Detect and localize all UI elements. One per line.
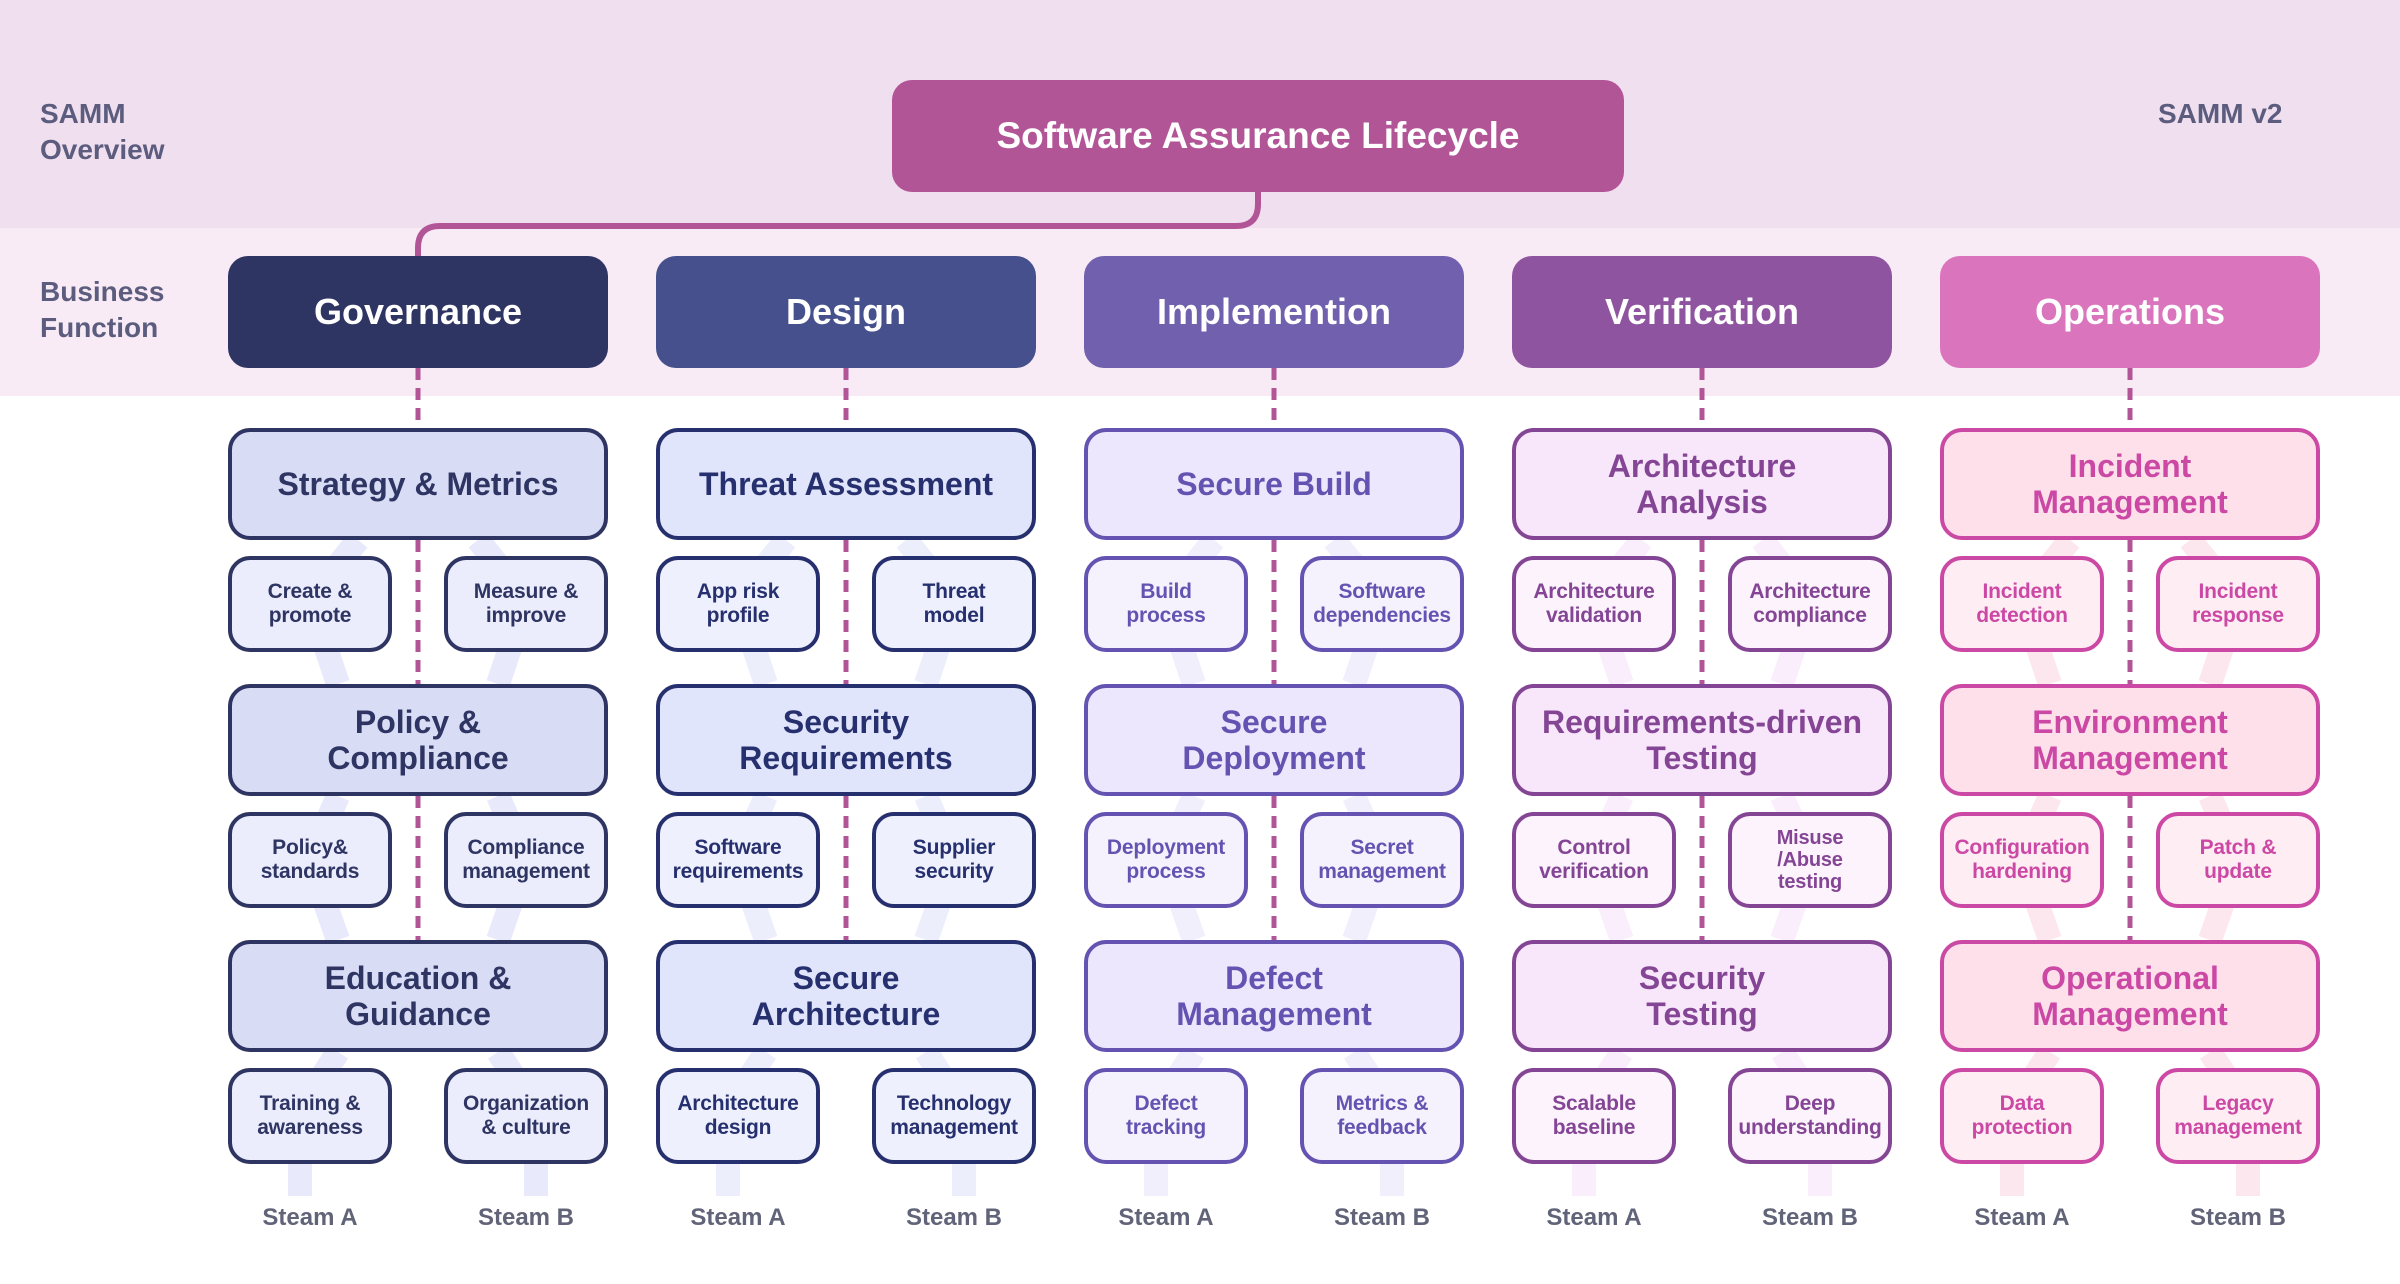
stream-a-label: Steam A: [1118, 1204, 1214, 1231]
stream-a-activity[interactable]: Build process: [1084, 556, 1248, 652]
business-function-governance[interactable]: Governance: [228, 256, 608, 368]
stream-a-activity[interactable]: Software requirements: [656, 812, 820, 908]
stream-b-activity[interactable]: Misuse /Abuse testing: [1728, 812, 1892, 908]
lifecycle-title: Software Assurance Lifecycle: [892, 80, 1624, 192]
stream-b-activity[interactable]: Measure & improve: [444, 556, 608, 652]
samm-overview-label: SAMM Overview: [40, 98, 165, 165]
stream-b-label: Steam B: [2189, 1204, 2287, 1231]
security-practice[interactable]: Requirements-driven Testing: [1512, 684, 1892, 796]
stream-a-activity[interactable]: Defect tracking: [1084, 1068, 1248, 1164]
security-practice[interactable]: Policy & Compliance: [228, 684, 608, 796]
stream-a-activity[interactable]: Control verification: [1512, 812, 1676, 908]
security-practice[interactable]: Strategy & Metrics: [228, 428, 608, 540]
stream-b-label: Steam B: [1761, 1204, 1859, 1231]
stream-a-label: Steam A: [1974, 1204, 2070, 1231]
stream-a-activity[interactable]: Configuration hardening: [1940, 812, 2104, 908]
stream-b-activity[interactable]: Architecture compliance: [1728, 556, 1892, 652]
security-practice[interactable]: Threat Assessment: [656, 428, 1036, 540]
business-function-label: Business Function: [40, 276, 165, 343]
security-practice[interactable]: Secure Architecture: [656, 940, 1036, 1052]
security-practice[interactable]: Security Testing: [1512, 940, 1892, 1052]
stream-a-label: Steam A: [690, 1204, 786, 1231]
security-practice[interactable]: Environment Management: [1940, 684, 2320, 796]
stream-b-activity[interactable]: Incident response: [2156, 556, 2320, 652]
stream-a-activity[interactable]: Training & awareness: [228, 1068, 392, 1164]
stream-b-activity[interactable]: Threat model: [872, 556, 1036, 652]
security-practice[interactable]: Architecture Analysis: [1512, 428, 1892, 540]
stream-a-activity[interactable]: Data protection: [1940, 1068, 2104, 1164]
stream-a-activity[interactable]: Create & promote: [228, 556, 392, 652]
security-practice[interactable]: Incident Management: [1940, 428, 2320, 540]
stream-a-activity[interactable]: Policy& standards: [228, 812, 392, 908]
stream-b-label: Steam B: [905, 1204, 1003, 1231]
stream-b-label: Steam B: [1333, 1204, 1431, 1231]
stream-b-activity[interactable]: Patch & update: [2156, 812, 2320, 908]
stream-b-activity[interactable]: Secret management: [1300, 812, 1464, 908]
stream-a-activity[interactable]: Scalable baseline: [1512, 1068, 1676, 1164]
stream-a-label: Steam A: [262, 1204, 358, 1231]
security-practice[interactable]: Secure Build: [1084, 428, 1464, 540]
stream-a-label: Steam A: [1546, 1204, 1642, 1231]
stream-b-label: Steam B: [477, 1204, 575, 1231]
stream-a-activity[interactable]: Architecture design: [656, 1068, 820, 1164]
stream-b-activity[interactable]: Software dependencies: [1300, 556, 1464, 652]
samm-version-label: SAMM v2: [2158, 98, 2283, 129]
security-practice[interactable]: Secure Deployment: [1084, 684, 1464, 796]
stream-a-activity[interactable]: Deployment process: [1084, 812, 1248, 908]
business-function-implemention[interactable]: Implemention: [1084, 256, 1464, 368]
business-function-design[interactable]: Design: [656, 256, 1036, 368]
stream-b-activity[interactable]: Deep understanding: [1728, 1068, 1892, 1164]
stream-a-activity[interactable]: Architecture validation: [1512, 556, 1676, 652]
stream-a-activity[interactable]: App risk profile: [656, 556, 820, 652]
stream-b-activity[interactable]: Technology management: [872, 1068, 1036, 1164]
stream-b-activity[interactable]: Supplier security: [872, 812, 1036, 908]
business-function-verification[interactable]: Verification: [1512, 256, 1892, 368]
business-function-operations[interactable]: Operations: [1940, 256, 2320, 368]
stream-b-activity[interactable]: Compliance management: [444, 812, 608, 908]
stream-b-activity[interactable]: Legacy management: [2156, 1068, 2320, 1164]
security-practice[interactable]: Education & Guidance: [228, 940, 608, 1052]
stream-b-activity[interactable]: Metrics & feedback: [1300, 1068, 1464, 1164]
security-practice[interactable]: Security Requirements: [656, 684, 1036, 796]
security-practice[interactable]: Defect Management: [1084, 940, 1464, 1052]
stream-b-activity[interactable]: Organization & culture: [444, 1068, 608, 1164]
stream-a-activity[interactable]: Incident detection: [1940, 556, 2104, 652]
title-connector-line: [415, 192, 1261, 258]
security-practice[interactable]: Operational Management: [1940, 940, 2320, 1052]
